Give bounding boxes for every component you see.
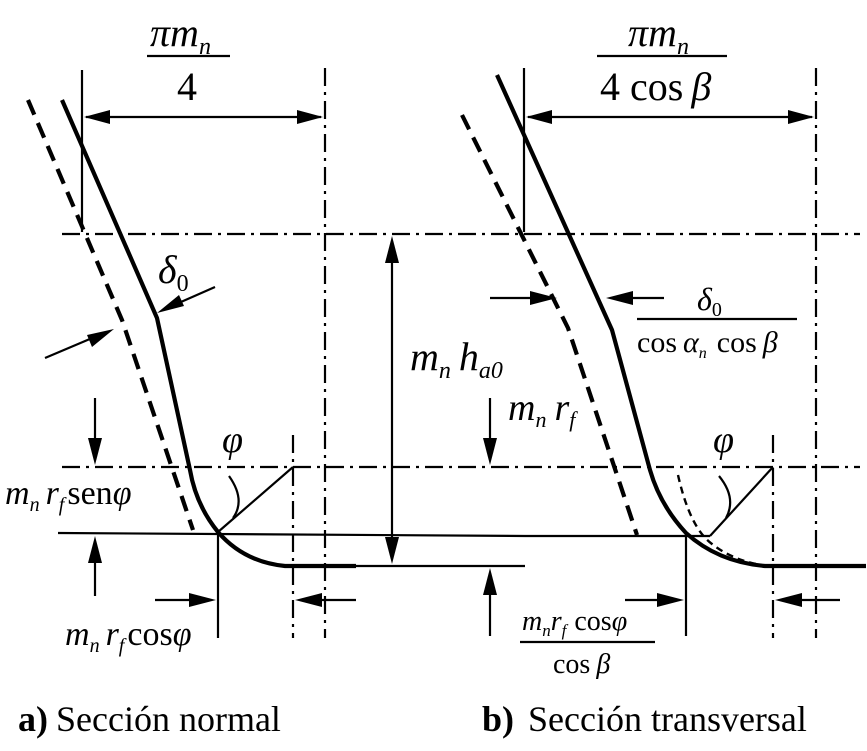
a-rf-sen-arrows (88, 398, 102, 596)
b-rf-cos-arrows (625, 593, 840, 607)
panel-b-profile (460, 68, 866, 636)
b-pitch-numerator: πmn (628, 10, 689, 60)
b-phi-arc (718, 475, 732, 519)
a-rf-cos-arrows (155, 593, 356, 607)
a-pitch-numerator: πmn (150, 10, 211, 60)
b-phi-label: φ (713, 419, 734, 461)
b-fillet-radius (709, 466, 774, 537)
caption-a: a)Sección normal (18, 699, 281, 739)
b-delta0-numerator: δ0 (697, 281, 722, 321)
b-normal-fillet-dashed (676, 474, 769, 568)
a-pitch-denominator: 4 (177, 64, 197, 109)
a-phi-arc (228, 475, 240, 519)
a-delta0-arrows (44, 285, 216, 360)
reference-line (57, 531, 526, 538)
panel-a-profile (26, 70, 526, 638)
a-delta0-label: δ0 (158, 247, 189, 297)
b-dashed-flank (460, 114, 639, 536)
center-rf-arrows (483, 398, 497, 636)
a-phi-label: φ (222, 419, 243, 461)
caption-b: b)Sección transversal (482, 699, 807, 739)
ha0-dimension (356, 236, 525, 568)
b-delta0-arrows (490, 291, 664, 305)
a-dashed-flank (26, 99, 195, 531)
a-pitch-dimension (84, 110, 323, 124)
a-fillet-radius (217, 466, 294, 533)
b-pitch-dimension (526, 110, 814, 124)
